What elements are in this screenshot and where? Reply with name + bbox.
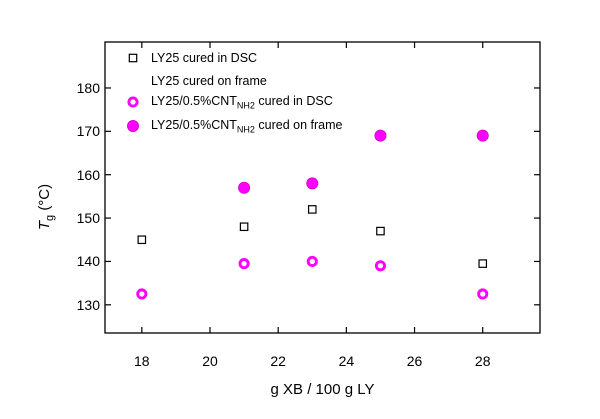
filled-circle-marker bbox=[238, 181, 251, 194]
legend-item: LY25/0.5%CNTNH2 cured in DSC bbox=[124, 93, 333, 111]
x-tick-label: 18 bbox=[134, 353, 150, 369]
legend-label: LY25 cured on frame bbox=[151, 74, 267, 88]
y-axis-label-subscript: g bbox=[44, 214, 56, 221]
legend-label: LY25/0.5%CNTNH2 cured in DSC bbox=[151, 94, 333, 111]
open-circle-marker bbox=[306, 255, 318, 267]
legend-label-text: cured in DSC bbox=[254, 93, 333, 108]
legend-label-text: cured on frame bbox=[254, 117, 343, 132]
legend-item: LY25/0.5%CNTNH2 cured on frame bbox=[124, 117, 342, 135]
legend-marker-canvas bbox=[124, 73, 142, 89]
filled-circle-marker bbox=[127, 120, 139, 132]
legend-marker-canvas bbox=[128, 53, 138, 63]
filled-circle-icon bbox=[124, 118, 142, 134]
plot-frame bbox=[104, 41, 541, 334]
legend-label-text: LY25 cured in DSC bbox=[151, 51, 258, 65]
legend-marker-canvas bbox=[127, 120, 139, 132]
legend-item: LY25 cured in DSC bbox=[124, 49, 257, 67]
y-tick-label: 150 bbox=[76, 210, 100, 227]
open-square-marker bbox=[376, 226, 385, 236]
open-square-marker bbox=[478, 259, 488, 268]
legend-marker-empty bbox=[124, 73, 142, 89]
x-axis-label: g XB / 100 g LY bbox=[270, 381, 375, 398]
open-circle-marker bbox=[127, 96, 139, 108]
x-tick-label: 26 bbox=[406, 353, 423, 369]
y-axis-label-symbol: T bbox=[36, 220, 53, 231]
legend-item: LY25 cured on frame bbox=[124, 72, 267, 90]
y-axis-label-units: (°C) bbox=[36, 183, 53, 215]
open-circle-icon bbox=[124, 94, 142, 110]
legend-label: LY25 cured in DSC bbox=[151, 51, 257, 65]
legend-label-subscript: NH2 bbox=[236, 124, 255, 135]
y-tick-label: 140 bbox=[76, 253, 100, 270]
open-circle-marker bbox=[374, 260, 387, 272]
filled-circle-marker bbox=[374, 129, 387, 142]
open-square-marker bbox=[239, 222, 249, 232]
open-circle-marker bbox=[477, 288, 489, 300]
y-tick-label: 130 bbox=[76, 296, 100, 313]
legend-label-text: LY25 cured on frame bbox=[151, 74, 267, 88]
open-circle-marker bbox=[238, 258, 250, 270]
x-tick-label: 28 bbox=[474, 353, 491, 369]
x-tick-label: 22 bbox=[270, 353, 286, 369]
legend-label-subscript: NH2 bbox=[236, 100, 255, 111]
legend-label-text: LY25/0.5%CNT bbox=[151, 117, 237, 132]
y-tick-label: 180 bbox=[76, 79, 100, 96]
y-axis-label: Tg (°C) bbox=[36, 184, 56, 230]
open-square-marker bbox=[128, 53, 138, 63]
x-tick-label: 20 bbox=[202, 353, 218, 369]
filled-circle-marker bbox=[476, 129, 489, 142]
legend-label: LY25/0.5%CNTNH2 cured on frame bbox=[151, 118, 342, 135]
open-circle-marker bbox=[136, 288, 148, 300]
legend-label-text: LY25/0.5%CNT bbox=[151, 93, 237, 108]
open-square-marker bbox=[307, 205, 317, 214]
x-tick-label: 24 bbox=[338, 353, 355, 369]
open-square-marker bbox=[137, 235, 147, 245]
y-tick-label: 170 bbox=[76, 123, 100, 140]
legend-marker-canvas bbox=[127, 96, 139, 108]
filled-circle-marker bbox=[306, 177, 319, 190]
y-tick-label: 160 bbox=[76, 166, 100, 183]
open-square-icon bbox=[124, 50, 142, 66]
